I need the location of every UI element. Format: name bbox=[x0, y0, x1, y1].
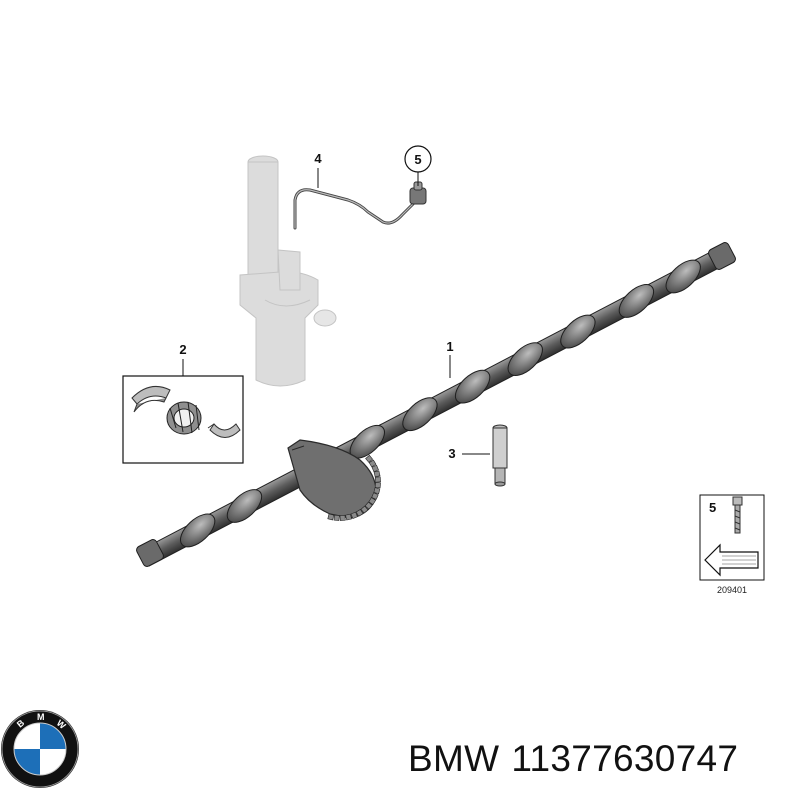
cam-lobe bbox=[454, 369, 491, 404]
camshaft bbox=[136, 242, 736, 567]
figure-code: 209401 bbox=[717, 585, 747, 595]
svg-text:B: B bbox=[15, 717, 27, 729]
cam-lobe bbox=[402, 397, 438, 432]
camshaft-gear bbox=[287, 439, 381, 521]
vacuum-pump-ghost bbox=[239, 155, 337, 387]
gear-tooth bbox=[339, 514, 346, 521]
gear-tooth bbox=[355, 509, 364, 517]
callout-2: 2 bbox=[179, 342, 186, 357]
gear-tooth bbox=[368, 497, 377, 505]
gear-tooth bbox=[371, 464, 379, 473]
cam-lobe bbox=[560, 314, 596, 349]
gear-tooth bbox=[345, 513, 352, 521]
part-number: 11377630747 bbox=[511, 738, 739, 779]
gear-tooth bbox=[373, 487, 381, 495]
camshaft-end-nut bbox=[136, 539, 164, 567]
callout-5-circle: 5 bbox=[404, 145, 432, 173]
needle-bearing bbox=[166, 401, 202, 435]
brand-name: BMW bbox=[408, 738, 500, 779]
cam-lobe bbox=[665, 259, 701, 294]
callout-5: 5 bbox=[414, 152, 421, 167]
gear-tooth bbox=[371, 492, 379, 500]
bearing-kit-box bbox=[122, 359, 244, 464]
gear-tooth bbox=[374, 482, 381, 489]
gear-tooth bbox=[365, 454, 374, 463]
bearing-shell-right bbox=[207, 423, 241, 438]
camshaft-end-nut bbox=[708, 242, 736, 270]
gear-tooth bbox=[333, 514, 340, 521]
gear-tooth bbox=[350, 511, 358, 520]
gear-tooth bbox=[327, 513, 335, 521]
callout-1: 1 bbox=[446, 339, 453, 354]
gear-tooth bbox=[364, 501, 373, 510]
legend-box: 5 bbox=[699, 494, 765, 581]
gear-tooth bbox=[360, 505, 369, 514]
screw-icon bbox=[732, 496, 743, 534]
oil-line bbox=[293, 188, 417, 230]
guide-pin bbox=[492, 424, 508, 487]
cam-lobe bbox=[618, 284, 655, 318]
arrow-icon bbox=[704, 543, 759, 577]
cam-lobe bbox=[179, 513, 216, 548]
bearing-shell-left bbox=[131, 385, 171, 413]
gear-tooth bbox=[374, 476, 381, 483]
cam-lobe bbox=[226, 489, 263, 523]
part-caption: BMW 11377630747 bbox=[408, 738, 750, 780]
gear-tooth bbox=[373, 470, 381, 478]
leader-lines bbox=[317, 168, 490, 455]
cam-lobe bbox=[507, 342, 543, 376]
callout-4: 4 bbox=[314, 151, 322, 166]
callout-3: 3 bbox=[448, 446, 455, 461]
bmw-logo: B M W bbox=[1, 710, 79, 788]
svg-text:M: M bbox=[37, 712, 45, 722]
gear-tooth bbox=[368, 459, 377, 468]
legend-number: 5 bbox=[709, 500, 716, 515]
